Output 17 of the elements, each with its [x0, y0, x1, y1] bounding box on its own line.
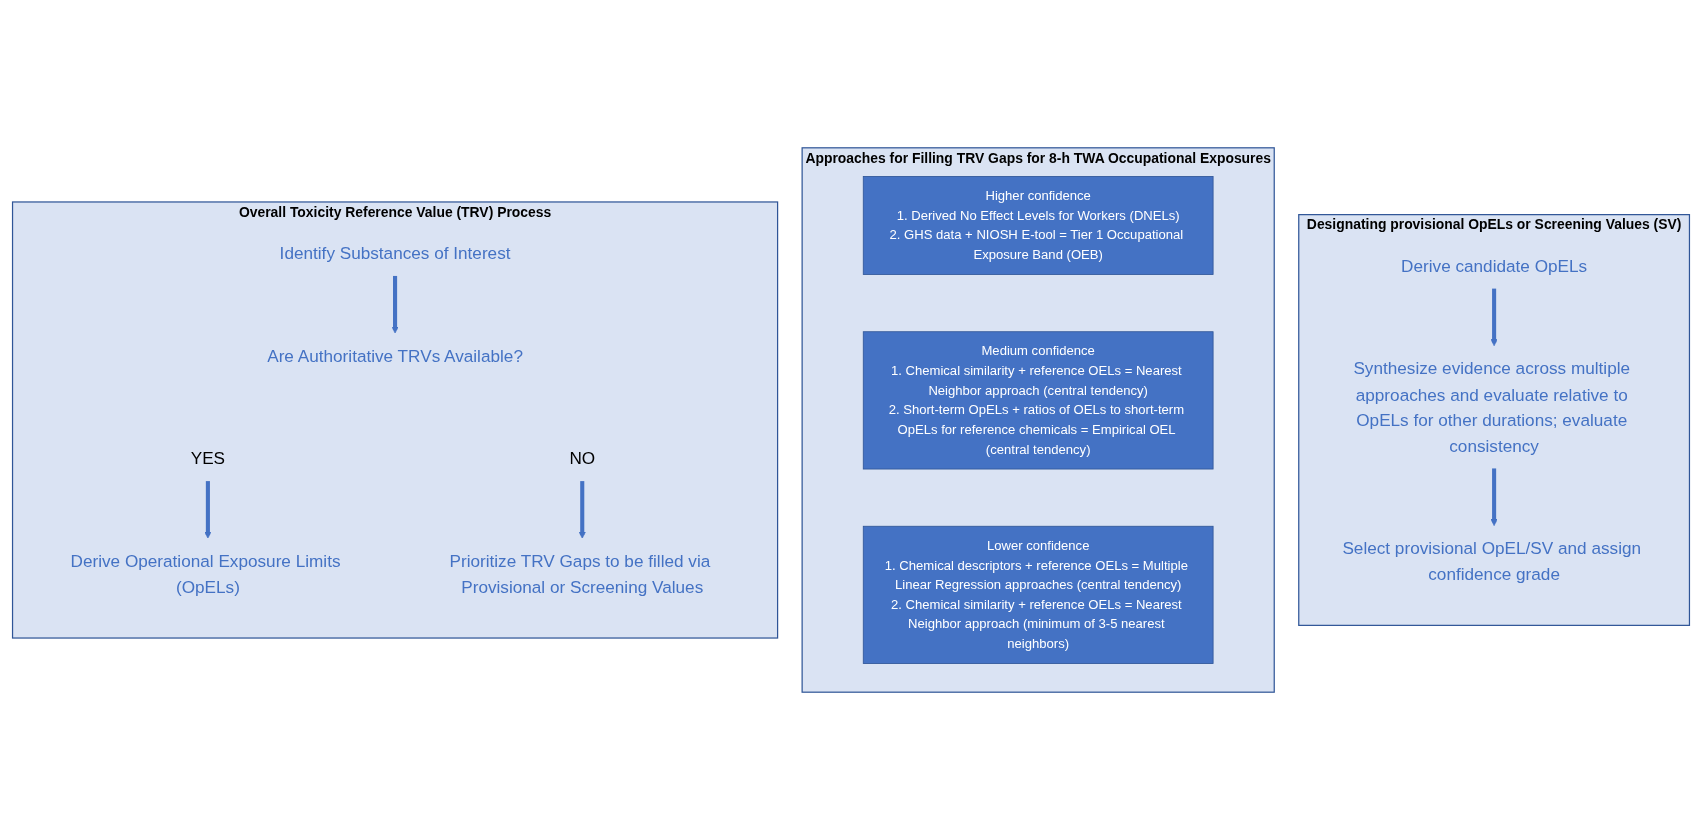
arrow — [390, 275, 399, 334]
node-text: Select provisional OpEL/SV and assign confidence grade — [1341, 538, 1641, 584]
node-text: Are Authoritative TRVs Available? — [266, 346, 523, 366]
node-text: Derive Operational Exposure Limits (OpELs) — [70, 551, 340, 596]
node-text: YES — [190, 448, 225, 468]
arrow — [203, 481, 211, 539]
arrow — [578, 481, 586, 539]
node-text: NO — [568, 448, 595, 468]
node-text: Identify Substances of Interest — [279, 243, 511, 263]
node-text: Synthesize evidence across multiple approaches and evaluate relative to OpELs for other durations; evaluate consistency — [1352, 358, 1630, 455]
arrow — [1490, 468, 1498, 526]
node-box: Higher confidence 1. Derived No Effect Levels for Workers (DNELs) 2. GHS data + NIOSH E-tool = Tier 1 Occupational Exposure Band (OEB) — [862, 176, 1213, 275]
node-box: Lower confidence 1. Chemical descriptors + reference OELs = Multiple Linear Regression approaches (central tendency) 2. Chemical similarity + reference OELs = Nearest Neighbor approach (minimum of 3-5 nearest neighbors) — [862, 525, 1213, 664]
node-text: Prioritize TRV Gaps to be filled via Provisional or Screening Values — [448, 551, 710, 596]
node-text: Derive candidate OpELs — [1400, 256, 1587, 276]
arrow — [1490, 288, 1498, 347]
node-box: Medium confidence 1. Chemical similarity + reference OELs = Nearest Neighbor approach (central tendency) 2. Short-term OpELs + ratios of OELs to short-term OpELs for reference chemicals = Empirical OEL (central tendency) — [862, 331, 1213, 470]
